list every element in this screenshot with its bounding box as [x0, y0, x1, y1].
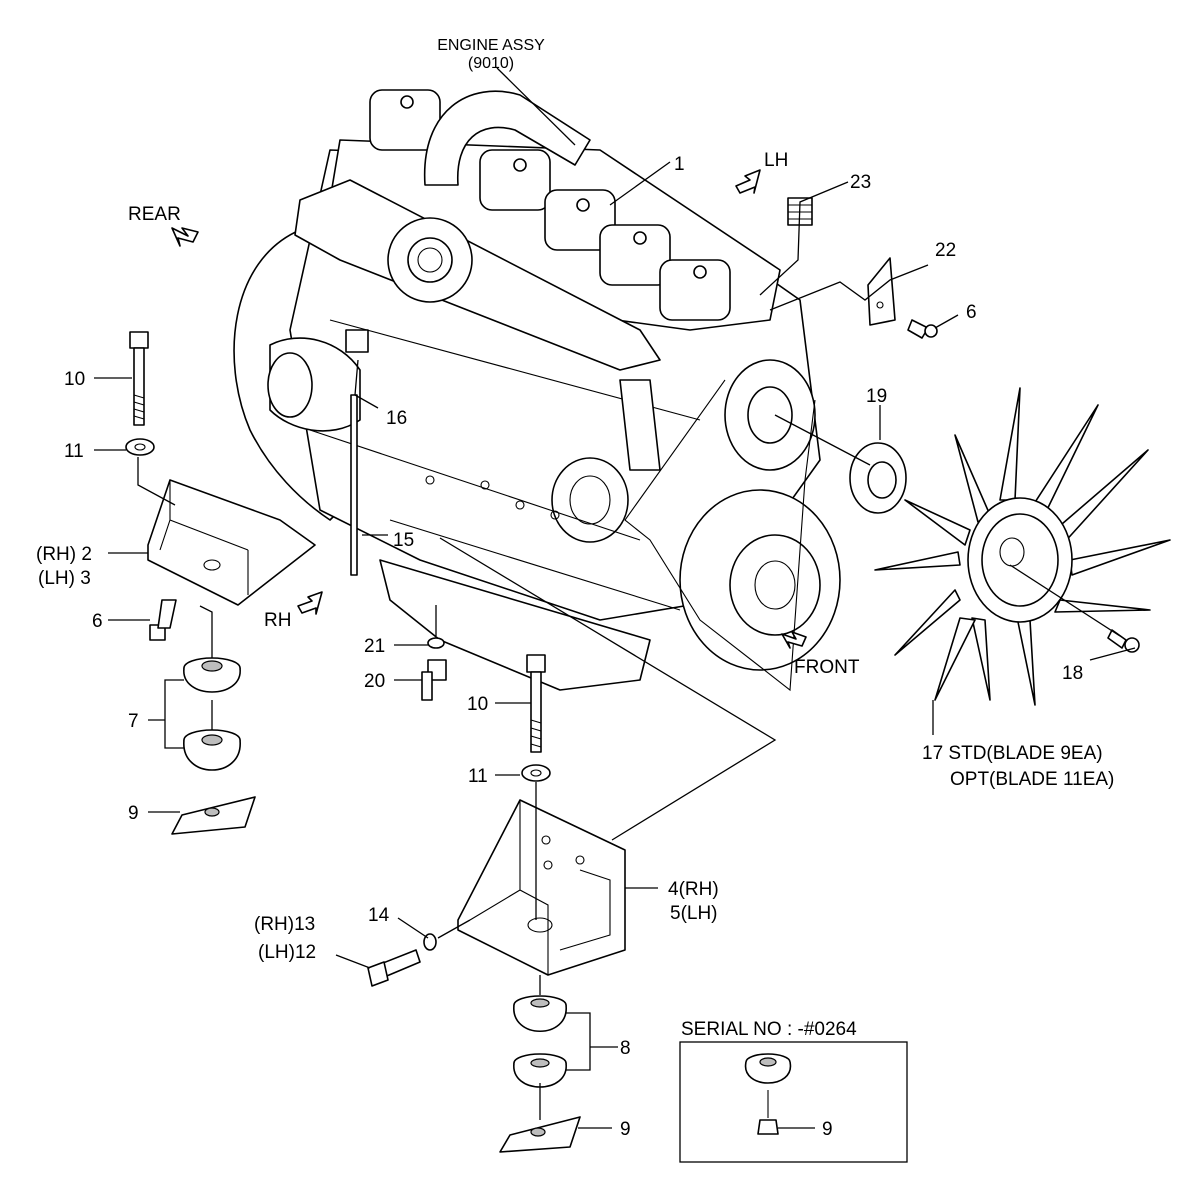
direction-front-label: FRONT: [794, 657, 860, 678]
rh-arrow-icon: [297, 591, 323, 615]
callout-8: 8: [620, 1038, 631, 1059]
bolt-part-6-right: [907, 319, 938, 339]
front-arrow-icon: [781, 631, 807, 649]
callout-17-opt: OPT(BLADE 11EA): [950, 769, 1114, 790]
lh-arrow-icon: [735, 169, 761, 194]
callout-19: 19: [866, 386, 887, 407]
callout-16: 16: [386, 408, 407, 429]
direction-rh-label: RH: [264, 610, 291, 631]
rear-arrow-icon: [171, 227, 199, 247]
bracket-part-22: [867, 257, 896, 326]
serial-detail-box: [679, 1041, 908, 1163]
callout-13: (RH)13: [254, 914, 315, 935]
right-mount-assembly: [367, 654, 626, 1153]
callout-4: 4(RH): [668, 879, 719, 900]
callout-10-right: 10: [467, 694, 488, 715]
callout-9-right: 9: [620, 1119, 631, 1140]
callout-7: 7: [128, 711, 139, 732]
left-mount-assembly: [125, 331, 316, 835]
callout-6-left: 6: [92, 611, 103, 632]
callout-23: 23: [850, 172, 871, 193]
callout-15: 15: [393, 530, 414, 551]
callout-20: 20: [364, 671, 385, 692]
callout-11-left: 11: [64, 441, 84, 462]
direction-arrows: [171, 169, 807, 649]
callout-9-serial: 9: [822, 1119, 833, 1140]
callout-18: 18: [1062, 663, 1083, 684]
drain-plug-part-20: [421, 637, 447, 701]
cooling-fan-part-17: [874, 387, 1171, 706]
engine-assembly: [233, 89, 841, 692]
header-code: (9010): [468, 55, 514, 72]
direction-lh-label: LH: [764, 150, 788, 171]
callout-12: (LH)12: [258, 942, 316, 963]
callout-5: 5(LH): [670, 903, 718, 924]
callout-9-left: 9: [128, 803, 139, 824]
callout-17-std: 17 STD(BLADE 9EA): [922, 743, 1103, 764]
callout-labels: ENGINE ASSY (9010) REAR LH RH FRONT 1 23…: [36, 37, 1114, 1140]
callout-3: (LH) 3: [38, 568, 91, 589]
direction-rear-label: REAR: [128, 204, 181, 225]
callout-11-right: 11: [468, 766, 488, 787]
callout-2: (RH) 2: [36, 544, 92, 565]
serial-box-label: SERIAL NO : -#0264: [681, 1019, 857, 1040]
callout-1: 1: [674, 154, 685, 175]
callout-22: 22: [935, 240, 956, 261]
callout-6-right: 6: [966, 302, 977, 323]
callout-14: 14: [368, 905, 390, 926]
callout-10-left: 10: [64, 369, 85, 390]
header-title: ENGINE ASSY: [437, 37, 545, 54]
callout-21: 21: [364, 636, 385, 657]
bolt-part-18: [1107, 629, 1140, 653]
spacer-part-19: [849, 442, 907, 514]
leader-lines: [94, 67, 1136, 1129]
